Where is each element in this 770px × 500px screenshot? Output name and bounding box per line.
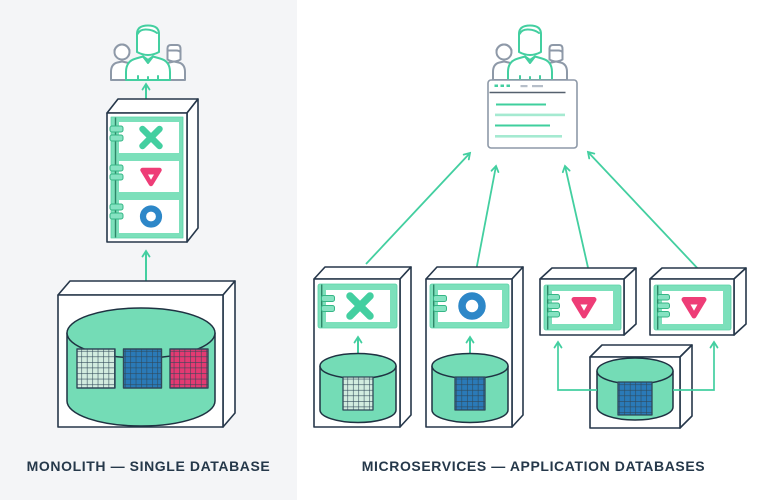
connector-shared-db-to-triangle-2 xyxy=(673,340,719,391)
arrow-service-x xyxy=(365,151,472,265)
service-box-ring xyxy=(425,266,524,428)
table-grid-pink xyxy=(169,348,209,389)
service-to-browser-arrows xyxy=(365,150,702,273)
table-grid-light xyxy=(76,348,116,389)
table-grid-blue xyxy=(122,348,163,389)
microservices-illustration xyxy=(313,24,747,429)
microservices-caption: MICROSERVICES — APPLICATION DATABASES xyxy=(361,458,706,474)
browser-window-icon xyxy=(487,79,578,149)
monolith-database-box xyxy=(57,280,236,428)
table-grid-light xyxy=(342,376,374,411)
shared-db-connectors xyxy=(553,340,719,391)
service-box-x xyxy=(313,266,412,428)
table-grid-blue xyxy=(617,381,653,416)
shared-database-box xyxy=(589,344,693,429)
monolith-illustration xyxy=(57,24,236,428)
table-grid-blue xyxy=(454,376,486,411)
monolith-caption: MONOLITH — SINGLE DATABASE xyxy=(26,458,271,474)
connector-shared-db-to-triangle-1 xyxy=(553,340,597,391)
arrow-service-triangle-1 xyxy=(561,164,590,273)
monolith-app-box xyxy=(106,98,199,243)
arrow-service-triangle-2 xyxy=(586,150,702,273)
service-box-triangle-2 xyxy=(649,267,747,336)
arrow-service-ring xyxy=(475,164,500,272)
service-box-triangle-1 xyxy=(539,267,637,336)
